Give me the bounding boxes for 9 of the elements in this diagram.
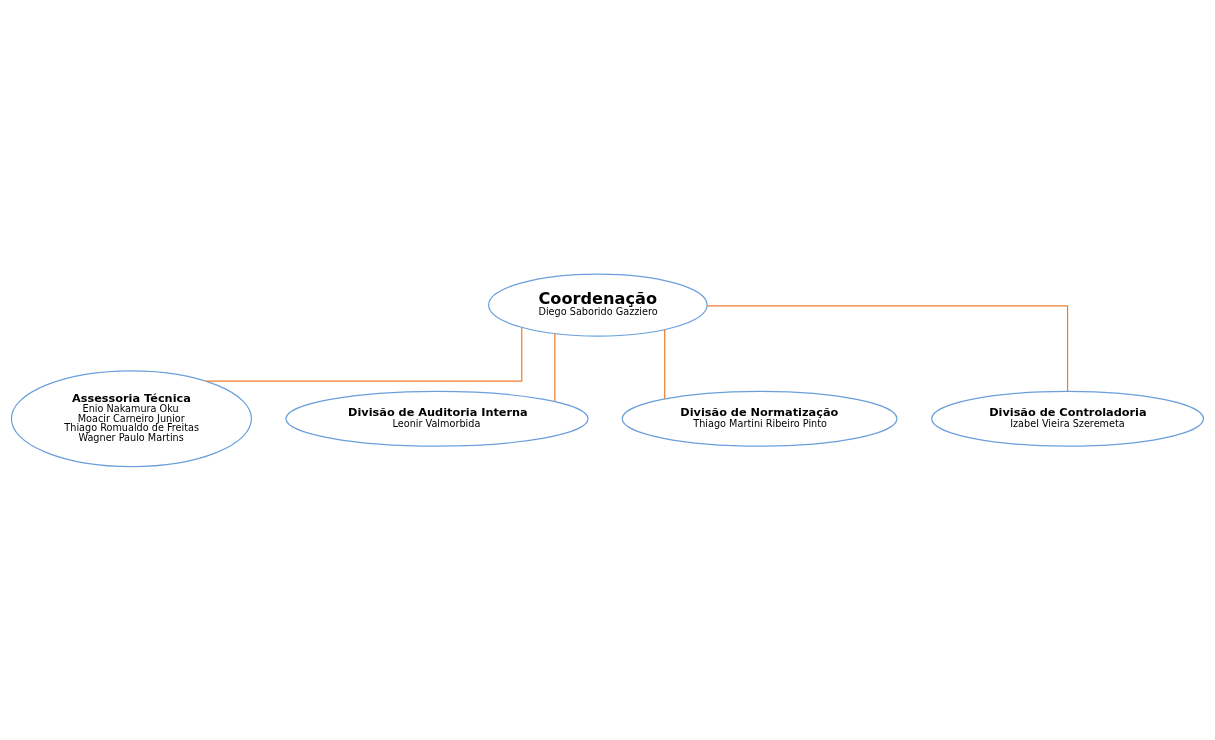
- node-ellipse: Assessoria Técnica Enio Nakamura Oku Moacir Carneiro Junior Thiago Romualdo de Freitas Wagner Paulo Martins: [10, 369, 253, 467]
- connector: [706, 304, 1069, 392]
- connector: [664, 328, 666, 399]
- connector: [554, 332, 556, 402]
- node-ellipse: Divisão de Normatização Thiago Martini Ribeiro Pinto: [621, 390, 898, 447]
- node-ellipse: Divisão de Controladoria Izabel Vieira Szeremeta: [931, 390, 1205, 447]
- node-ellipse: Coordenação Diego Saborido Gazziero: [488, 272, 708, 337]
- connector: [205, 326, 523, 382]
- node-ellipse: Divisão de Auditoria Interna Leonir Valmorbida: [285, 390, 589, 447]
